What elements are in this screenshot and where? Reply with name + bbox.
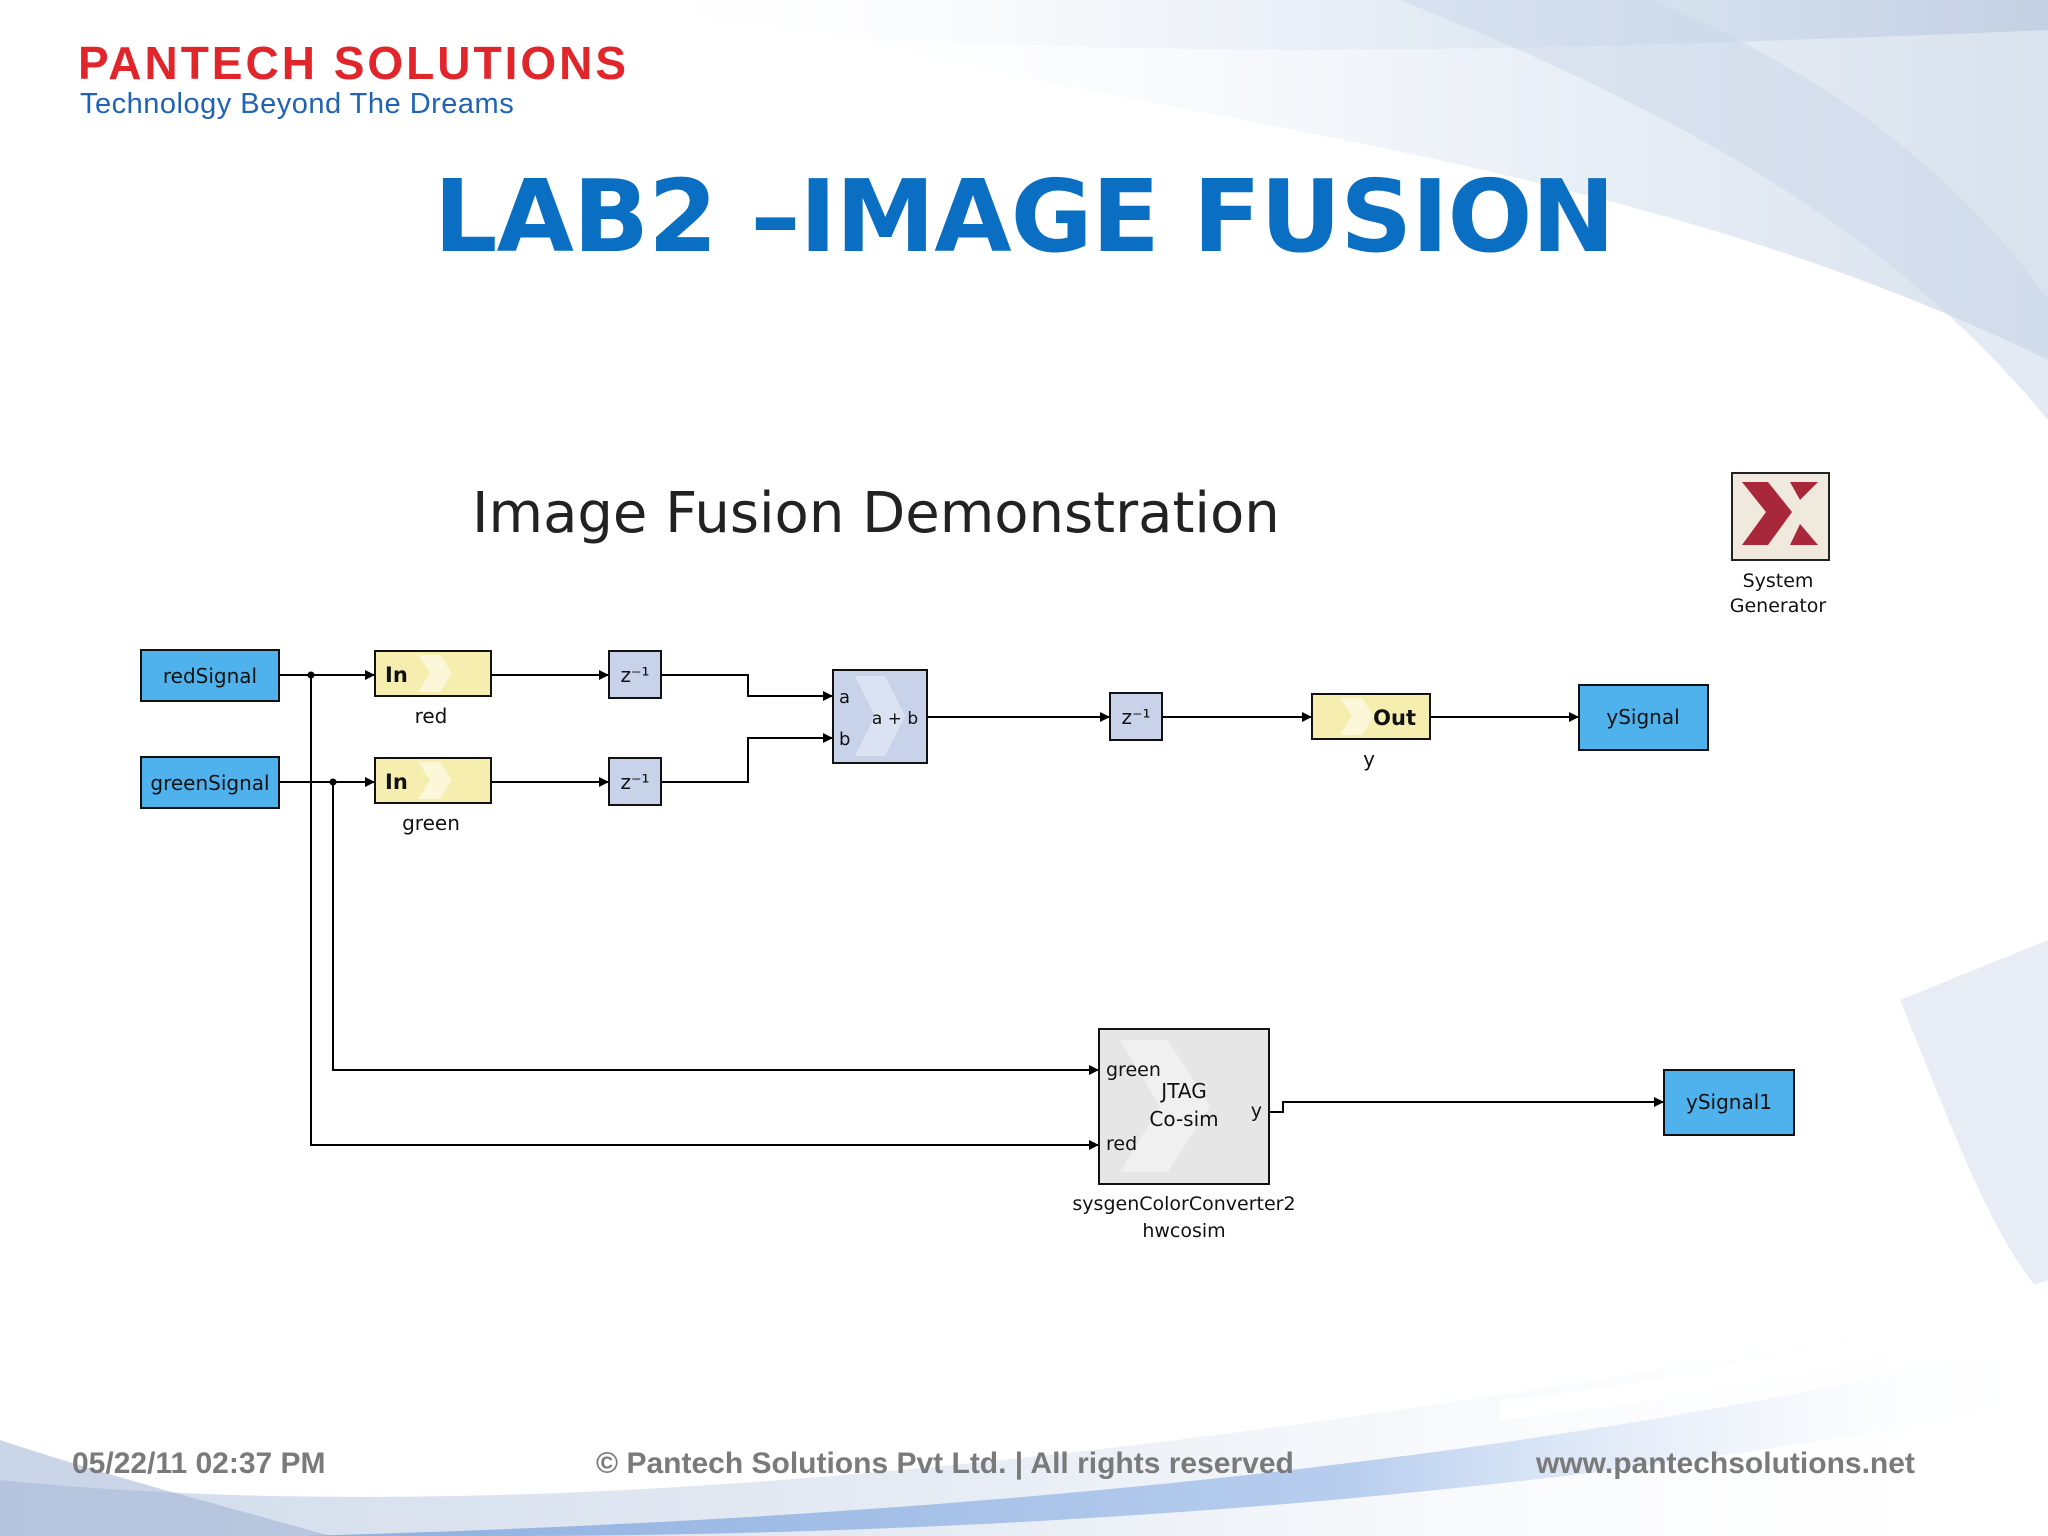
y-signal1-label: ySignal1	[1686, 1090, 1772, 1114]
delay-block-red[interactable]: z⁻¹	[608, 650, 662, 699]
gateway-out-name: y	[1363, 747, 1375, 771]
red-signal-label: redSignal	[163, 664, 257, 688]
gateway-in-red-name: red	[415, 704, 448, 728]
branch-point	[329, 778, 337, 786]
system-generator-label-1: System	[1743, 570, 1814, 592]
system-generator-label-2: Generator	[1730, 595, 1827, 617]
y-signal-block[interactable]: ySignal	[1578, 684, 1709, 751]
slide-title: LAB2 –IMAGE FUSION	[433, 158, 1616, 275]
adder-port-b: b	[839, 729, 850, 750]
gateway-in-red-label: In	[385, 663, 408, 687]
cosim-port-y: y	[1251, 1100, 1262, 1122]
delay-block-green[interactable]: z⁻¹	[608, 757, 662, 806]
cosim-line-1: JTAG	[1159, 1079, 1206, 1103]
gateway-in-green-name: green	[402, 811, 460, 835]
delay-symbol: z⁻¹	[620, 770, 649, 794]
green-signal-block[interactable]: greenSignal	[140, 756, 280, 809]
gateway-in-green-block[interactable]: In	[374, 757, 492, 804]
brand-tagline: Technology Beyond The Dreams	[80, 88, 515, 120]
cosim-name-1: sysgenColorConverter2	[1072, 1193, 1295, 1215]
footer-website[interactable]: www.pantechsolutions.net	[1536, 1447, 1915, 1480]
xilinx-watermark-icon	[418, 655, 452, 692]
xilinx-watermark-icon	[418, 762, 452, 799]
cosim-name-2: hwcosim	[1142, 1220, 1225, 1242]
gateway-in-red-block[interactable]: In	[374, 650, 492, 697]
y-signal-label: ySignal	[1606, 705, 1679, 729]
footer-date: 05/22/11 02:37 PM	[72, 1447, 326, 1480]
cosim-line-2: Co-sim	[1149, 1107, 1218, 1131]
brand-logo-text: PANTECH SOLUTIONS	[78, 37, 630, 89]
jtag-cosim-block[interactable]: green red y JTAG Co-sim	[1098, 1028, 1270, 1185]
cosim-port-red: red	[1106, 1133, 1137, 1155]
gateway-out-label: Out	[1373, 706, 1416, 730]
green-signal-label: greenSignal	[150, 771, 269, 795]
system-generator-block[interactable]	[1731, 472, 1830, 561]
xilinx-watermark-icon	[1340, 698, 1374, 735]
delay-symbol: z⁻¹	[620, 663, 649, 687]
diagram-title: Image Fusion Demonstration	[472, 481, 1280, 546]
gateway-in-green-label: In	[385, 770, 408, 794]
xilinx-logo-icon	[1742, 482, 1818, 545]
branch-point	[307, 671, 315, 679]
delay-symbol: z⁻¹	[1121, 705, 1150, 729]
xilinx-watermark-icon	[1120, 1040, 1210, 1172]
gateway-out-block[interactable]: Out	[1311, 693, 1431, 740]
adder-expression: a + b	[872, 709, 918, 729]
footer-copyright: © Pantech Solutions Pvt Ltd. | All right…	[596, 1447, 1294, 1480]
cosim-port-green: green	[1106, 1059, 1161, 1081]
adder-port-a: a	[839, 687, 850, 708]
connection-wires	[279, 670, 1664, 1150]
red-signal-block[interactable]: redSignal	[140, 649, 280, 702]
xilinx-watermark-icon	[855, 676, 905, 756]
adder-block[interactable]: a b a + b	[832, 669, 928, 764]
y-signal1-block[interactable]: ySignal1	[1663, 1069, 1795, 1136]
delay-block-out[interactable]: z⁻¹	[1109, 692, 1163, 741]
